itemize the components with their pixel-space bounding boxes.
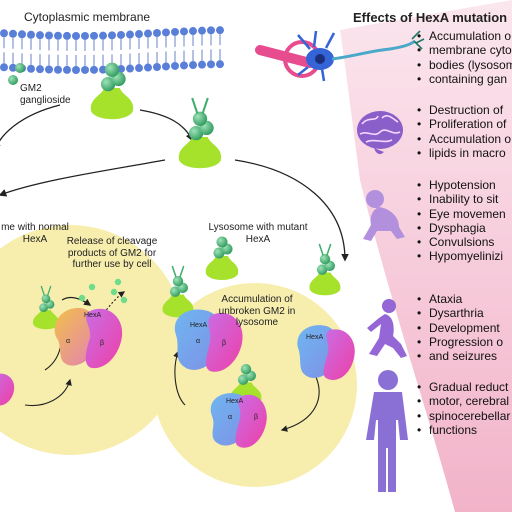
subunit-alpha-bottom: α	[228, 414, 233, 421]
effect-item: motor, cerebral	[416, 394, 510, 409]
running-child-icon	[367, 299, 407, 358]
gm2-ganglioside-label: GM2 ganglioside	[20, 83, 71, 106]
effect-item: functions	[416, 423, 510, 438]
effects-list-infant: Hypotension Inability to sit Eye movemen…	[416, 178, 506, 264]
hexa-label-normal: HexA	[84, 312, 102, 319]
effect-item: Accumulation o	[416, 29, 512, 44]
subunit-beta-bottom: β	[254, 414, 259, 421]
hexa-label-mutant-right: HexA	[306, 334, 324, 341]
effects-title: Effects of HexA mutation	[353, 10, 508, 25]
hexa-label-mutant-bottom: HexA	[226, 398, 244, 405]
arrow-to-mutant	[234, 159, 349, 262]
effect-item: containing gan	[416, 72, 512, 87]
effect-item: Hypomyelinizi	[416, 249, 506, 264]
effects-list-child: Ataxia Dysarthria Development Progressio…	[416, 292, 503, 364]
effect-item: membrane cyto	[416, 43, 512, 58]
arrow-mutant-down	[280, 374, 320, 432]
gm2-released	[205, 236, 239, 280]
effects-list-brain: Destruction of Proliferation of Accumula…	[416, 103, 511, 160]
effect-item: lipids in macro	[416, 146, 511, 161]
effect-item: Inability to sit	[416, 192, 506, 207]
effect-item: spinocerebellar	[416, 409, 510, 424]
effect-item: Convulsions	[416, 235, 506, 250]
hexa-enzyme-mutant-right	[297, 325, 355, 380]
brain-icon	[357, 111, 403, 155]
subunit-beta-mutant-left: β	[222, 340, 227, 347]
effect-item: Development	[416, 321, 503, 336]
subunit-alpha-normal: α	[66, 338, 71, 345]
effect-item: Destruction of	[416, 103, 511, 118]
membrane-label: Cytoplasmic membrane	[24, 10, 151, 24]
release-label: Release of cleavage products of GM2 for …	[66, 236, 158, 270]
subunit-alpha-mutant-left: α	[196, 338, 201, 345]
hexa-enzyme-mutant-bottom	[210, 393, 267, 448]
arrow-release	[61, 296, 92, 306]
gm2-in-mutant-lysosome	[309, 243, 341, 296]
effect-item: Proliferation of	[416, 117, 511, 132]
hexa-enzyme-normal-lower	[0, 373, 15, 406]
infant-icon	[363, 190, 405, 241]
accumulation-label: Accumulation of unbroken GM2 in lysosome	[218, 294, 296, 328]
arrow-normal-return	[24, 378, 72, 407]
hexa-enzyme-mutant-left	[174, 309, 243, 372]
effect-item: and seizures	[416, 349, 503, 364]
hexa-label-mutant-left: HexA	[190, 322, 208, 329]
effect-item: Accumulation o	[416, 132, 511, 147]
arrow-mutant-up	[173, 350, 186, 406]
effect-item: Dysphagia	[416, 221, 506, 236]
effect-item: Hypotension	[416, 178, 506, 193]
effect-item: bodies (lysosom	[416, 58, 512, 73]
effect-item: Ataxia	[416, 292, 503, 307]
arrow-cycle-left	[0, 104, 61, 152]
adult-figure-icon	[366, 370, 408, 492]
arrow-to-center	[139, 109, 193, 142]
gm2-normal-lysosome	[32, 285, 60, 330]
effect-item: Progression o	[416, 335, 503, 350]
hexa-enzyme-normal	[54, 307, 123, 369]
gm2-mutant-left	[162, 265, 194, 318]
neuron-icon	[255, 30, 425, 82]
effect-item: Gradual reduct	[416, 380, 510, 395]
effect-item: Eye movemen	[416, 207, 506, 222]
subunit-beta-normal: β	[100, 340, 105, 347]
effect-item: Dysarthria	[416, 306, 503, 321]
arrow-to-normal	[0, 159, 166, 197]
gm2-internalized	[178, 97, 222, 169]
cytoplasmic-membrane	[0, 26, 224, 74]
lysosome-mutant-label: Lysosome with mutant HexA	[208, 222, 308, 245]
effects-list-neuron: Accumulation o membrane cyto bodies (lys…	[416, 29, 512, 86]
effects-list-adult: Gradual reduct motor, cerebral spinocere…	[416, 380, 510, 437]
lysosome-normal-label: me with normal HexA	[1, 222, 69, 245]
gm2-at-membrane	[90, 62, 134, 120]
